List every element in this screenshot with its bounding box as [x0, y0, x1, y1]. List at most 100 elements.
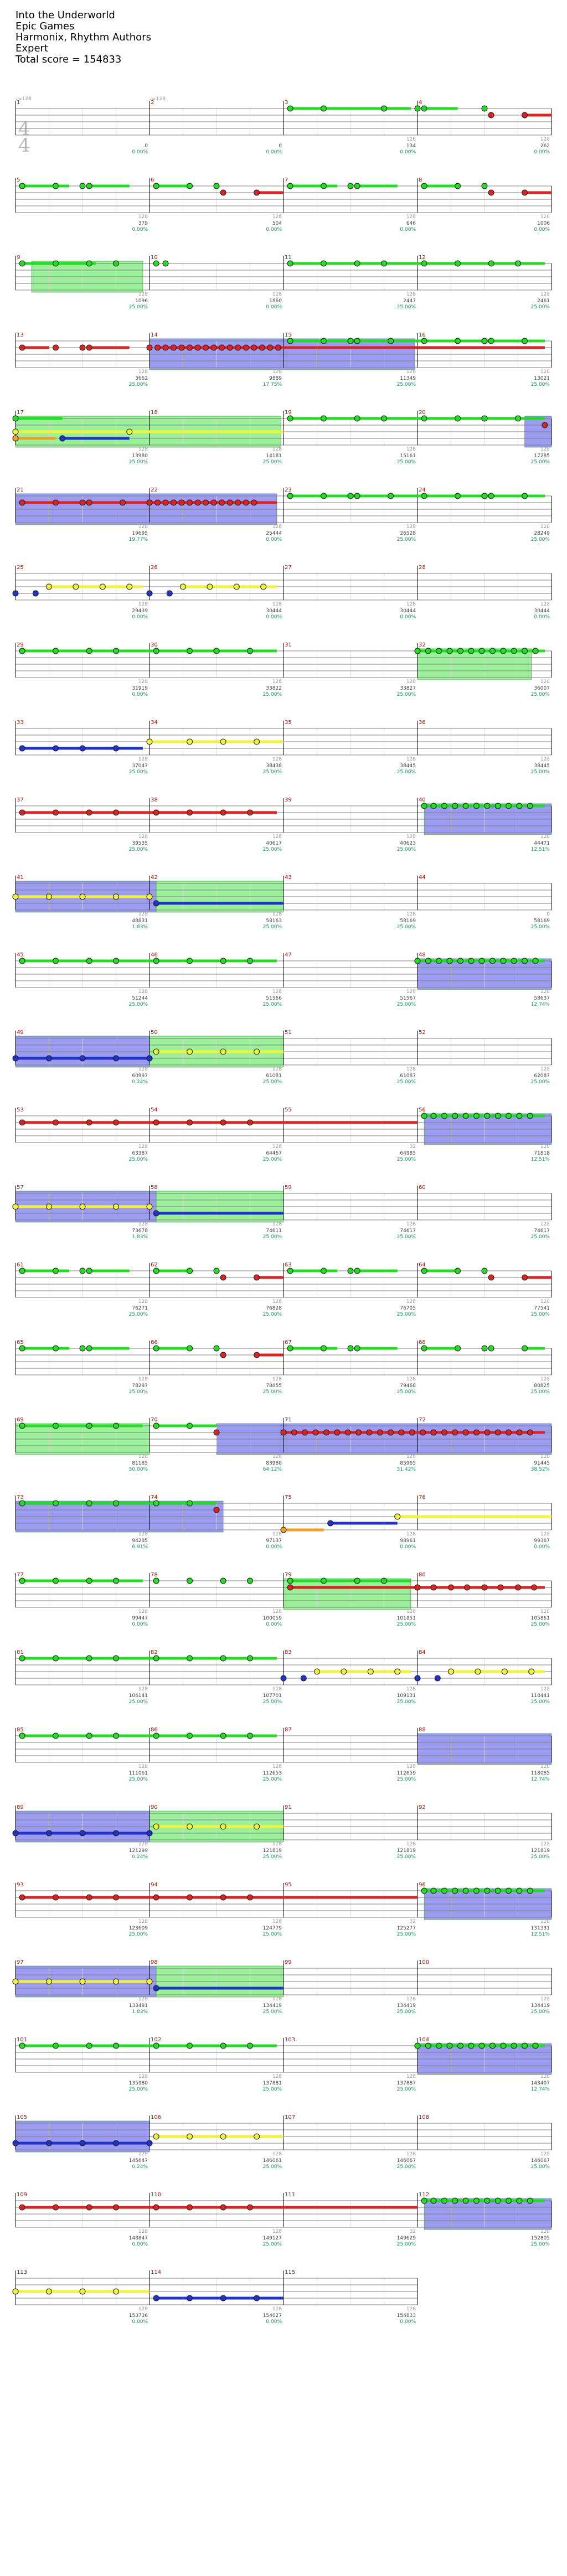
measure-number: 47 [285, 952, 292, 958]
note-yellow [12, 2288, 19, 2295]
measure-note-score: 128 [138, 912, 148, 917]
measure-note-score: 128 [406, 912, 416, 917]
note-green [446, 2042, 453, 2049]
note-red [334, 1429, 341, 1436]
measure-note-score: 128 [540, 2074, 550, 2080]
note-red [366, 1429, 373, 1436]
measure-cumulative-score: 79468 [400, 1383, 416, 1389]
note-blue [113, 1830, 119, 1837]
note-blue [79, 1830, 86, 1837]
measure-percent: 25.00% [263, 2242, 282, 2247]
measure-cumulative-score: 146067 [531, 2158, 550, 2164]
note-blue [113, 745, 119, 752]
measure-percent: 0.00% [132, 692, 148, 697]
note-green [187, 648, 193, 654]
note-green [19, 1577, 25, 1584]
note-green [381, 415, 387, 422]
measure-percent: 25.00% [397, 1312, 416, 1317]
note-red [254, 1274, 260, 1281]
measure-note-score: 128 [138, 1842, 148, 1847]
measure-cumulative-score: 1096 [135, 298, 148, 304]
note-blue [113, 1055, 119, 1062]
note-red [452, 1429, 458, 1436]
note-green [187, 1655, 193, 1662]
note-green [421, 260, 427, 267]
measure-cumulative-score: 38445 [400, 763, 416, 769]
staff-row: 9312812360925.00%9412812477925.00%953212… [15, 1882, 552, 1937]
measure-number: 69 [17, 1417, 24, 1423]
note-green [53, 1345, 59, 1352]
note-red [220, 1894, 226, 1901]
note-red [19, 499, 25, 506]
measure-number: 79 [285, 1572, 292, 1578]
measure-cumulative-score: 123609 [129, 1926, 148, 1931]
note-green [347, 493, 354, 499]
note-green [516, 1887, 523, 1894]
note-green [488, 338, 494, 344]
note-green [489, 648, 496, 654]
measure-number: 62 [151, 1262, 158, 1268]
measure-note-score: 128 [138, 2074, 148, 2080]
measure-percent: 25.00% [531, 692, 550, 697]
measure-number: 108 [419, 2114, 429, 2120]
note-red [187, 499, 193, 506]
measure-number: 32 [419, 642, 426, 648]
note-red [53, 2204, 59, 2211]
note-green [430, 803, 437, 809]
measure-note-score: 128 [138, 2151, 148, 2157]
measure-note-score: 128 [272, 369, 282, 375]
note-blue [166, 590, 173, 597]
note-yellow [254, 738, 260, 745]
measure-cumulative-score: 15161 [400, 453, 416, 459]
note-red [86, 1119, 92, 1126]
measure-number: 113 [17, 2269, 27, 2275]
measure-note-score: 128 [540, 1687, 550, 1692]
measure-number: 42 [151, 875, 158, 881]
note-blue [146, 2140, 153, 2146]
note-green [522, 1345, 528, 1352]
note-green [527, 2197, 533, 2204]
note-red [247, 809, 253, 816]
note-green [113, 1732, 119, 1739]
staff-row: 10112813598025.00%10212813788125.00%1031… [15, 2037, 552, 2092]
note-green [247, 1732, 253, 1739]
note-green [86, 1423, 92, 1429]
note-red [153, 2204, 159, 2211]
measure-cumulative-score: 107701 [263, 1693, 282, 1699]
measure-percent: 25.00% [397, 1932, 416, 1937]
note-green [421, 1345, 427, 1352]
measure-cumulative-score: 40617 [266, 841, 282, 846]
measure-number: 1 [17, 100, 20, 106]
measure-cumulative-score: 28249 [534, 531, 550, 536]
note-green [414, 958, 421, 964]
measure-percent: 25.00% [397, 1157, 416, 1162]
measure-number: 103 [285, 2037, 295, 2043]
note-green [511, 958, 517, 964]
measure-cumulative-score: 61081 [266, 1073, 282, 1079]
note-orange [12, 435, 19, 442]
measure-cumulative-score: 134419 [397, 2003, 416, 2009]
note-green [421, 803, 427, 809]
note-red [522, 1274, 528, 1281]
note-yellow [146, 1203, 153, 1210]
measure-percent: 25.00% [263, 459, 282, 465]
measure-note-score: 128 [540, 602, 550, 607]
measure-number: 33 [17, 720, 24, 726]
measure-cumulative-score: 44471 [534, 841, 550, 846]
note-green [347, 338, 354, 344]
measure-number: 68 [419, 1339, 426, 1346]
measure-cumulative-score: 25444 [266, 531, 282, 536]
note-green [522, 338, 528, 344]
measure-percent: 25.00% [397, 2087, 416, 2092]
note-yellow [146, 738, 153, 745]
note-red [53, 499, 59, 506]
note-green [321, 1268, 327, 1274]
measure-number: 101 [17, 2037, 27, 2043]
note-green [515, 415, 521, 422]
measure-percent: 25.00% [397, 1234, 416, 1240]
note-green [187, 1345, 193, 1352]
measure-number: 91 [285, 1804, 292, 1811]
measure-cumulative-score: 30444 [534, 608, 550, 614]
measure-number: 26 [151, 565, 158, 571]
measure-cumulative-score: 13021 [534, 376, 550, 381]
